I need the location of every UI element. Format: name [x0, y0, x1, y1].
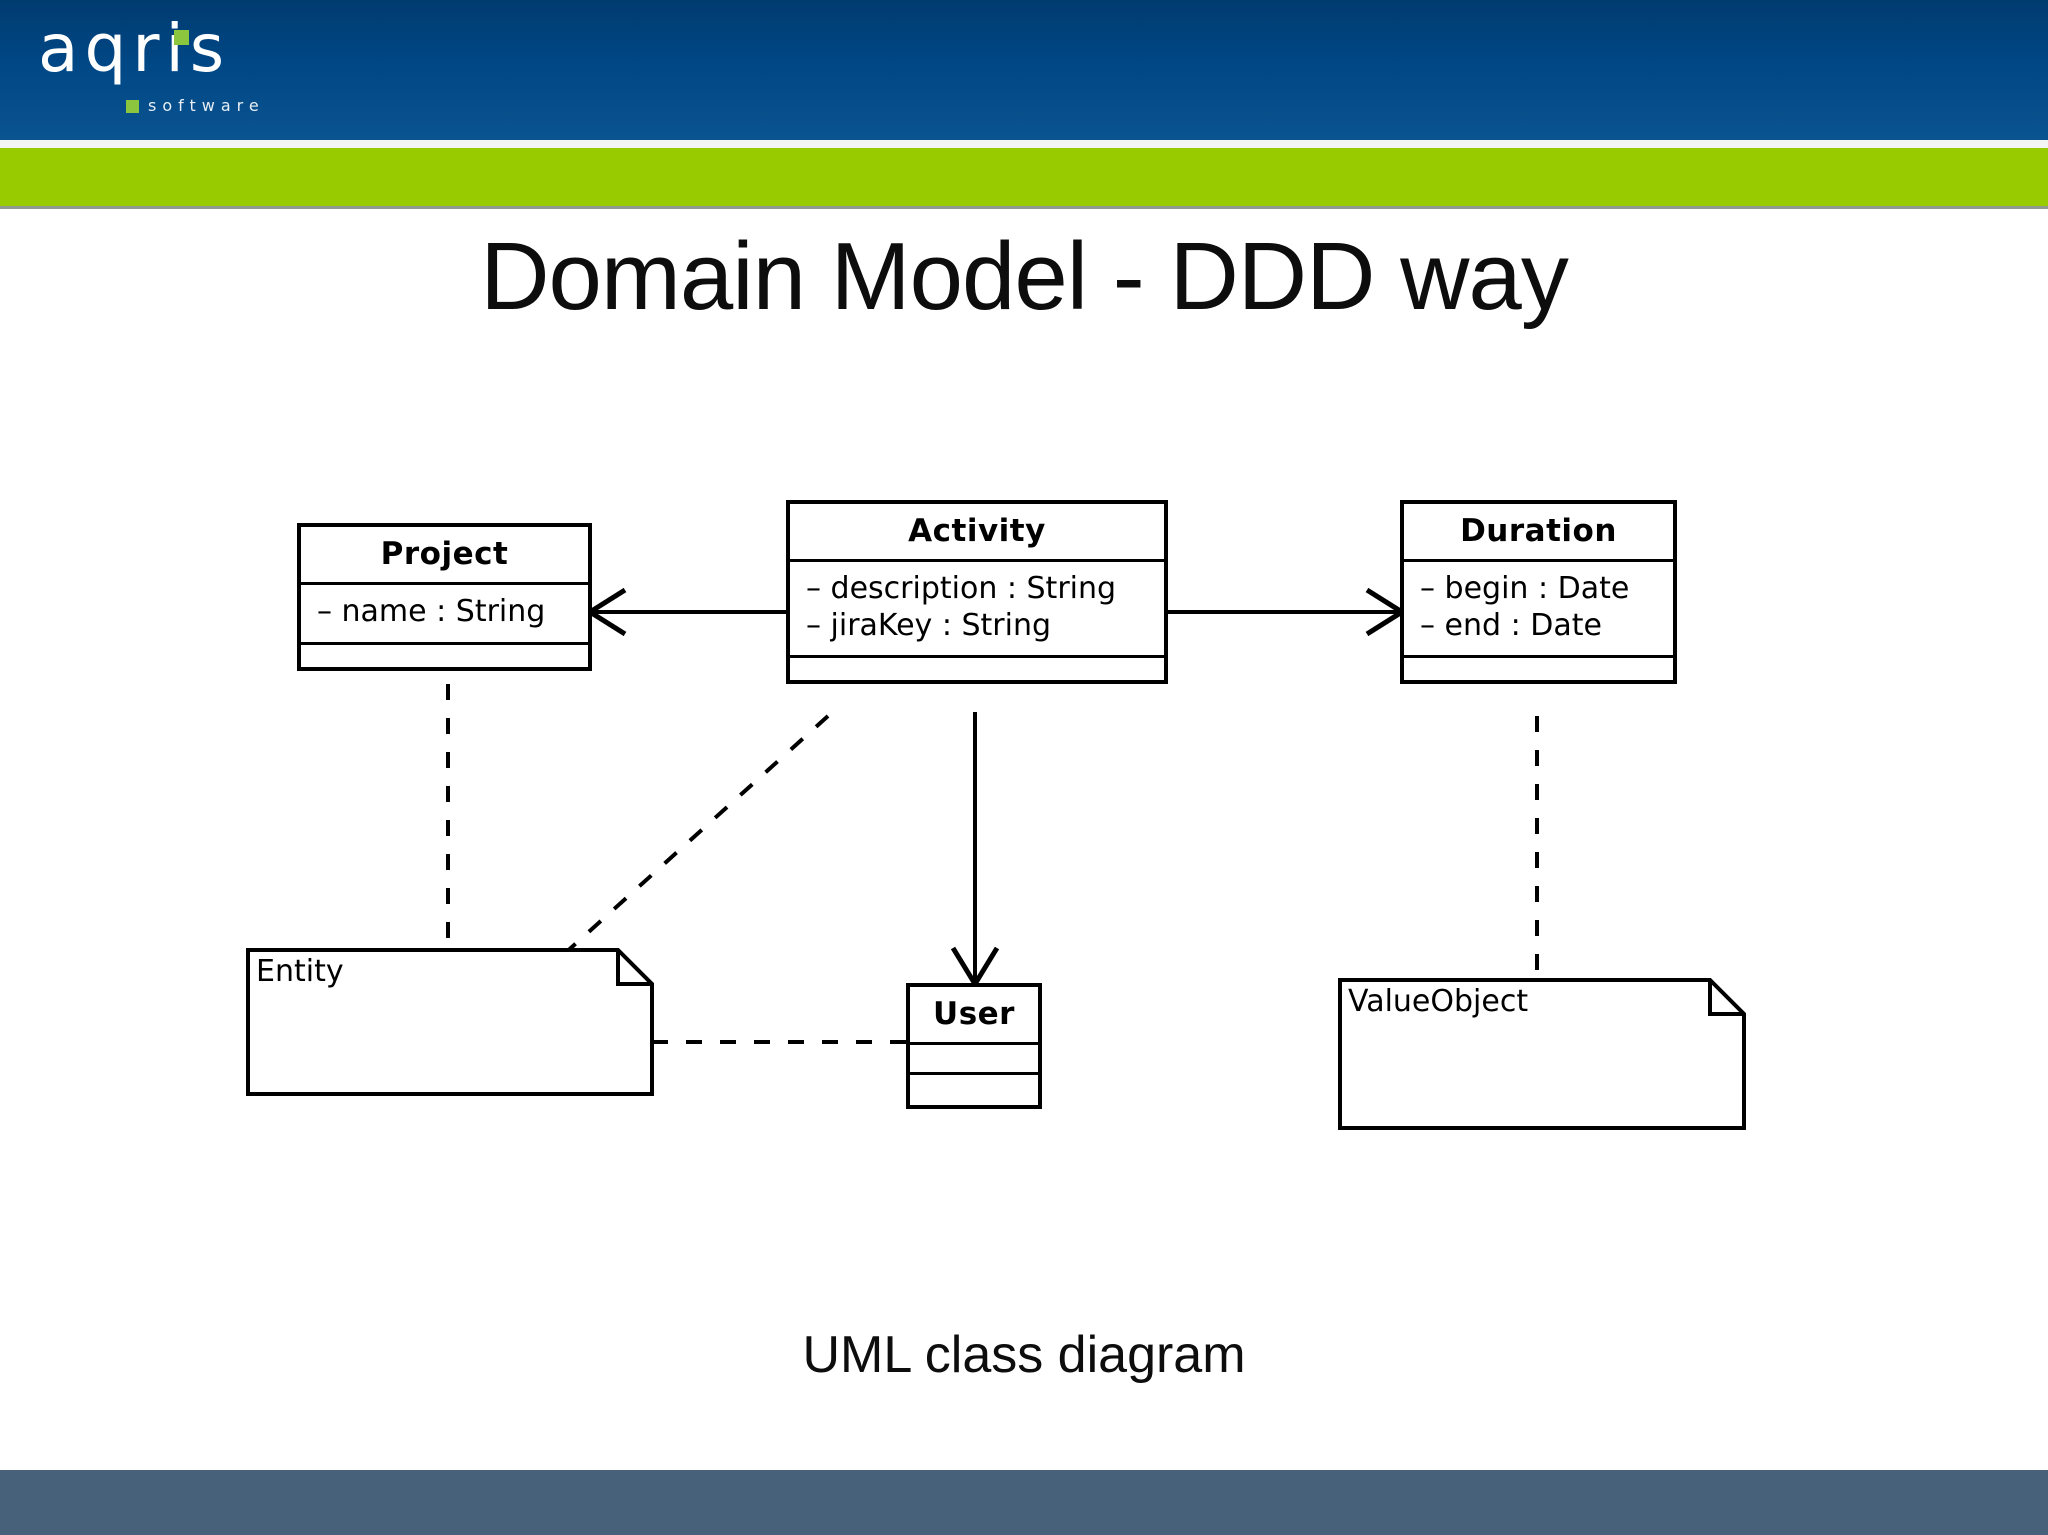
- page-title: Domain Model - DDD way: [480, 223, 1569, 330]
- logo-wordmark: aqris: [38, 10, 231, 87]
- green-accent-band: [0, 148, 2048, 206]
- note-outline-icon: [246, 948, 654, 1096]
- uml-class-activity[interactable]: Activity – description : String – jiraKe…: [786, 500, 1168, 685]
- note-anchor-activity-entity: [560, 714, 830, 958]
- uml-class-activity-operations: [790, 658, 1164, 680]
- uml-class-activity-attributes: – description : String – jiraKey : Strin…: [790, 562, 1164, 659]
- uml-attribute: – name : String: [317, 594, 546, 629]
- note-fold-icon: [616, 950, 652, 986]
- uml-class-user[interactable]: User: [906, 983, 1042, 1109]
- uml-class-duration[interactable]: Duration – begin : Date – end : Date: [1400, 500, 1677, 685]
- green-band-rule: [0, 206, 2048, 209]
- uml-class-duration-attributes: – begin : Date – end : Date: [1404, 562, 1673, 659]
- uml-note-valueobject-label: ValueObject: [1348, 984, 1529, 1019]
- note-shape-valueobject: [1338, 978, 1746, 1130]
- uml-attribute: – begin : Date: [1420, 571, 1630, 606]
- uml-class-diagram: Project – name : String Activity – descr…: [0, 420, 2048, 1200]
- uml-class-project-name: Project: [301, 527, 588, 585]
- uml-class-project-attributes: – name : String: [301, 585, 588, 645]
- uml-note-entity[interactable]: Entity: [246, 948, 656, 1096]
- note-fold-icon: [1708, 980, 1744, 1016]
- logo-subtext-green-square-icon: [126, 100, 139, 113]
- header-divider: [0, 140, 2048, 148]
- logo-green-square-icon: [174, 30, 189, 45]
- uml-class-duration-name: Duration: [1404, 504, 1673, 562]
- uml-class-activity-name: Activity: [790, 504, 1164, 562]
- uml-class-project-operations: [301, 645, 588, 667]
- uml-note-valueobject[interactable]: ValueObject: [1338, 978, 1748, 1130]
- aqris-logo: aqris software: [38, 16, 278, 126]
- logo-subtext: software: [148, 96, 265, 115]
- note-shape-entity: [246, 948, 654, 1096]
- uml-class-user-operations: [910, 1075, 1038, 1105]
- note-outline-icon: [1338, 978, 1746, 1130]
- uml-class-duration-operations: [1404, 658, 1673, 680]
- uml-attribute: – jiraKey : String: [806, 607, 1052, 643]
- uml-class-user-name: User: [910, 987, 1038, 1045]
- uml-class-user-attributes: [910, 1045, 1038, 1075]
- header-band: aqris software: [0, 0, 2048, 140]
- uml-class-project[interactable]: Project – name : String: [297, 523, 592, 671]
- uml-attribute: – end : Date: [1420, 607, 1602, 643]
- uml-attribute: – description : String: [806, 571, 1117, 606]
- footer-band: [0, 1470, 2048, 1535]
- diagram-caption: UML class diagram: [802, 1326, 1246, 1384]
- uml-note-entity-label: Entity: [256, 954, 344, 989]
